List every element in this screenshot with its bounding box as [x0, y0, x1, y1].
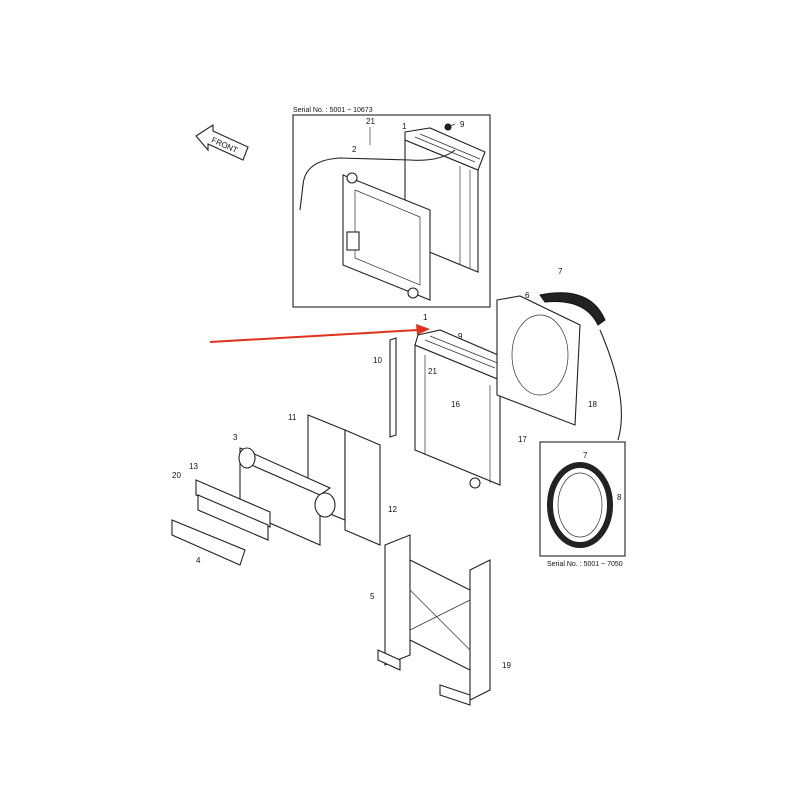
support-frame — [377, 534, 491, 706]
callout-inset-1: 1 — [402, 122, 407, 131]
callout-inset-2: 2 — [352, 145, 357, 154]
callout-5: 5 — [370, 592, 375, 601]
front-arrow-icon: FRONT — [195, 123, 249, 161]
callout-9: 9 — [458, 332, 463, 341]
callout-20: 20 — [172, 471, 181, 480]
callout-16: 16 — [451, 400, 460, 409]
callout-4: 4 — [196, 556, 201, 565]
callout-10: 10 — [373, 356, 382, 365]
callout-21: 21 — [428, 367, 437, 376]
intercooler — [171, 447, 336, 566]
callout-13: 13 — [189, 462, 198, 471]
callout-18: 18 — [588, 400, 597, 409]
radiator-assembly — [389, 329, 506, 489]
callouts: 1 9 21 10 6 7 18 16 17 11 3 13 20 12 4 5… — [172, 267, 597, 670]
inset-serial-7050: Serial No. : 5001 ~ 7050 7 8 — [539, 441, 626, 568]
fan-shroud — [496, 295, 581, 426]
callout-inset-8: 8 — [617, 493, 622, 502]
callout-inset-21: 21 — [366, 117, 375, 126]
callout-1: 1 — [423, 313, 428, 322]
callout-19: 19 — [502, 661, 511, 670]
callout-12: 12 — [388, 505, 397, 514]
callout-inset-9: 9 — [460, 120, 465, 129]
inset-fan-serial-label: Serial No. : 5001 ~ 7050 — [547, 561, 623, 568]
inset-serial-label: Serial No. : 5001 ~ 10673 — [293, 107, 373, 114]
callout-inset-7: 7 — [583, 451, 588, 460]
callout-17: 17 — [518, 435, 527, 444]
callout-6: 6 — [525, 291, 530, 300]
pointer-arrow-icon — [209, 324, 430, 343]
callout-11: 11 — [288, 413, 297, 422]
inset-serial-10673: Serial No. : 5001 ~ 10673 21 2 1 9 — [292, 107, 491, 308]
callout-7: 7 — [558, 267, 563, 276]
callout-3: 3 — [233, 433, 238, 442]
